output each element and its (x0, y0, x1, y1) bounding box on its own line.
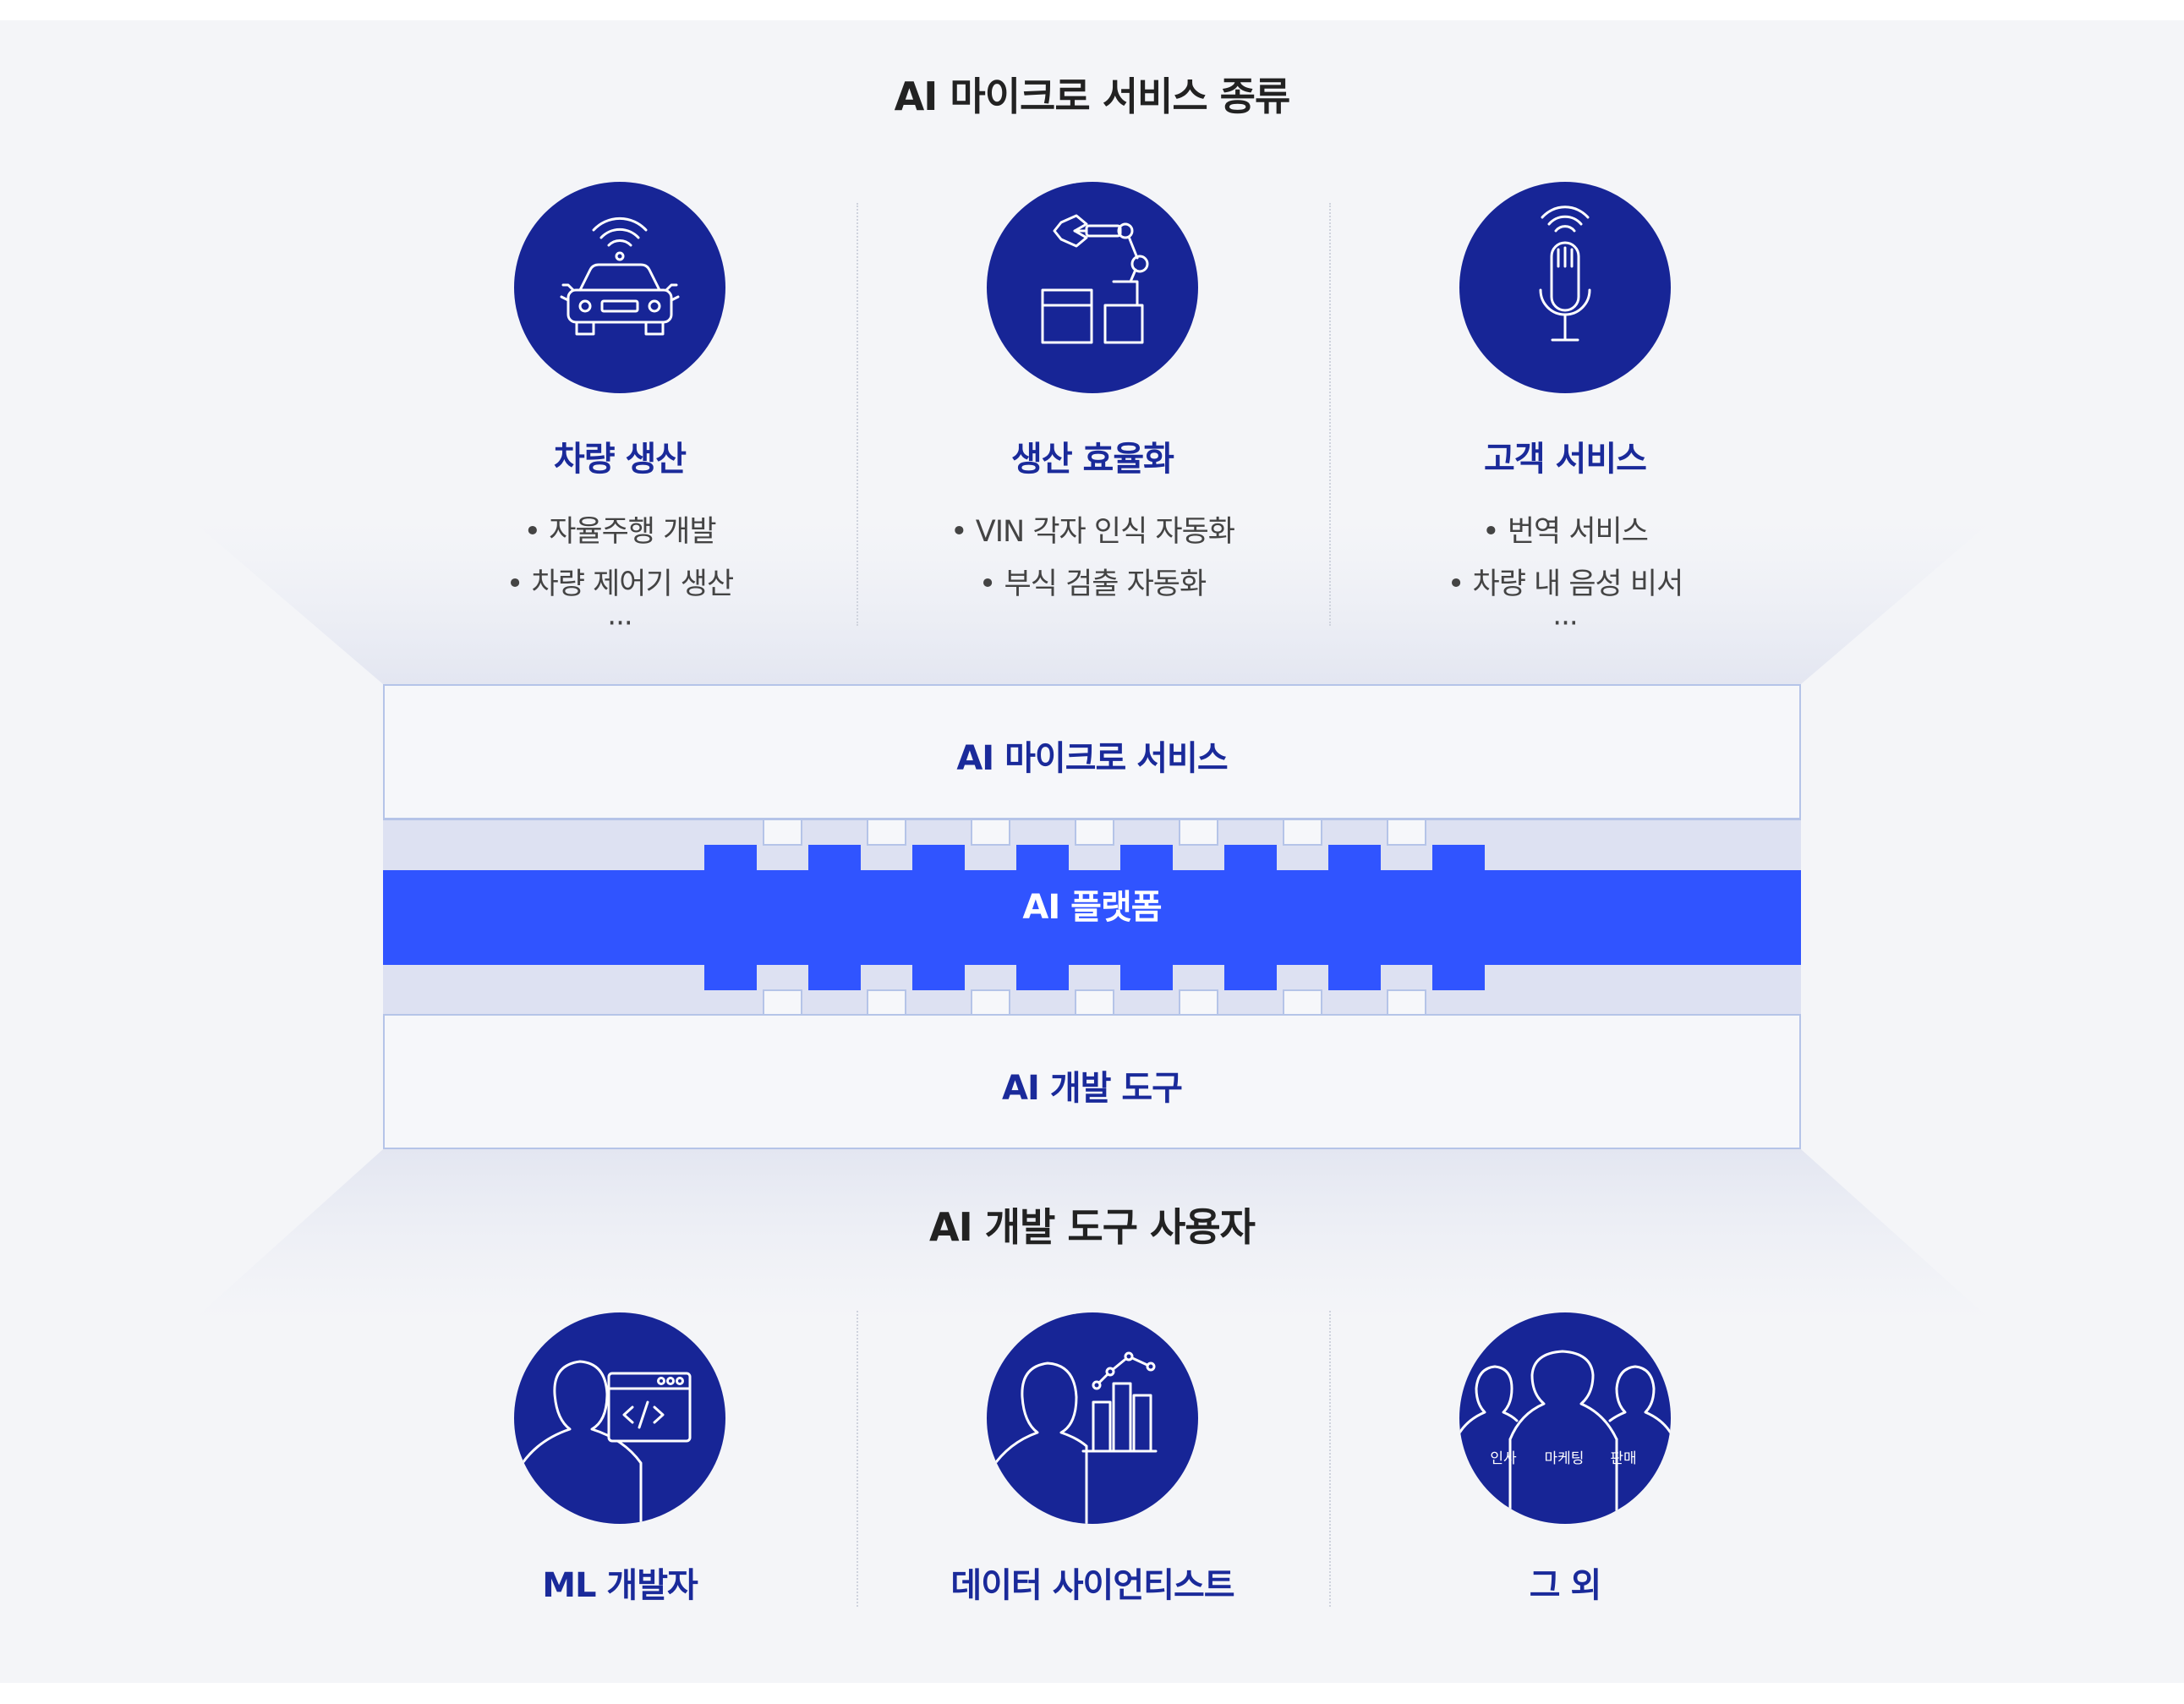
developer-code-icon (514, 1312, 725, 1524)
service-bullet: • 자율주행 개발 (523, 515, 716, 549)
devtools-notch (763, 989, 802, 1016)
devtools-notch (971, 989, 1010, 1016)
platform-tooth-bottom (704, 963, 757, 990)
microservice-notch (1283, 819, 1322, 846)
section-title-microservices: AI 마이크로 서비스 종류 (894, 74, 1291, 119)
platform-tooth-bottom (1432, 963, 1485, 990)
bottom-funnel (190, 1149, 1994, 1323)
service-bullet: • 부식 검출 자동화 (978, 567, 1207, 601)
service-title: 생산 효율화 (1011, 440, 1174, 479)
devtools-layer: AI 개발 도구 (383, 1014, 1801, 1149)
platform-tooth-top (1432, 845, 1485, 872)
devtools-notch (1179, 989, 1218, 1016)
platform-layer-label: AI 플랫폼 (1022, 888, 1162, 927)
user-title: 데이터 사이언티스트 (950, 1566, 1234, 1605)
platform-tooth-top (1120, 845, 1173, 872)
devtools-notch (1387, 989, 1426, 1016)
microservice-notch (1179, 819, 1218, 846)
microservice-notch (1387, 819, 1426, 846)
column-divider (1329, 203, 1331, 626)
column-divider (1329, 1311, 1331, 1607)
microservice-notch (1075, 819, 1114, 846)
voice-microphone-icon (1459, 182, 1671, 393)
section-title-users: AI 개발 도구 사용자 (929, 1204, 1256, 1250)
platform-bar (383, 870, 1801, 965)
service-bullet: • VIN 각자 인식 자동화 (950, 515, 1235, 549)
more-ellipsis: ··· (1552, 606, 1578, 640)
microservice-layer: AI 마이크로 서비스 (383, 684, 1801, 819)
service-bullet-list: • 번역 서비스 • 차량 내 음성 비서 ··· (1328, 506, 1802, 640)
platform-tooth-bottom (1328, 963, 1381, 990)
service-bullet: • 차량 제어기 생산 (506, 567, 734, 601)
service-bullet-list: • VIN 각자 인식 자동화 • 부식 검출 자동화 (856, 506, 1329, 611)
group-label-sales: 판매 (1610, 1450, 1636, 1467)
microservice-notch (763, 819, 802, 846)
platform-tooth-top (704, 845, 757, 872)
group-label-hr: 인사 (1490, 1450, 1517, 1467)
data-scientist-chart-icon (987, 1312, 1198, 1524)
platform-tooth-bottom (1224, 963, 1277, 990)
platform-tooth-top (1016, 845, 1069, 872)
platform-tooth-bottom (912, 963, 965, 990)
microservice-notch (867, 819, 906, 846)
platform-tooth-bottom (1016, 963, 1069, 990)
user-title: 그 외 (1529, 1566, 1602, 1605)
service-bullet: • 차량 내 음성 비서 (1447, 567, 1684, 601)
devtools-notch (1075, 989, 1114, 1016)
service-card-vehicle-production: 차량 생산 • 자율주행 개발 • 차량 제어기 생산 ··· (383, 0, 857, 660)
background-funnels (190, 519, 1994, 1323)
platform-tooth-bottom (1120, 963, 1173, 990)
more-ellipsis: ··· (607, 606, 632, 640)
microservice-layer-label: AI 마이크로 서비스 (956, 739, 1228, 778)
service-title: 고객 서비스 (1484, 440, 1647, 479)
user-title: ML 개발자 (542, 1566, 698, 1605)
service-card-production-efficiency: 생산 효율화 • VIN 각자 인식 자동화 • 부식 검출 자동화 (856, 0, 1329, 660)
platform-connector (383, 819, 1801, 1016)
top-funnel (190, 519, 1994, 684)
platform-tooth-top (1328, 845, 1381, 872)
service-bullet-list: • 자율주행 개발 • 차량 제어기 생산 ··· (383, 506, 857, 640)
column-divider (857, 1311, 858, 1607)
platform-tooth-top (912, 845, 965, 872)
microservice-notch (971, 819, 1010, 846)
platform-tooth-bottom (808, 963, 861, 990)
service-bullet: • 번역 서비스 (1482, 515, 1649, 549)
devtools-layer-label: AI 개발 도구 (1002, 1069, 1183, 1108)
column-divider (857, 203, 858, 626)
devtools-notch (1283, 989, 1322, 1016)
people-group-icon: 인사 마케팅 판매 (1459, 1312, 1671, 1524)
group-label-marketing: 마케팅 (1545, 1450, 1585, 1467)
service-title: 차량 생산 (553, 440, 687, 479)
platform-tooth-top (808, 845, 861, 872)
robot-arm-icon (987, 182, 1198, 393)
service-card-customer-service: 고객 서비스 • 번역 서비스 • 차량 내 음성 비서 ··· (1328, 0, 1802, 660)
connected-car-icon (514, 182, 725, 393)
devtools-notch (867, 989, 906, 1016)
platform-tooth-top (1224, 845, 1277, 872)
